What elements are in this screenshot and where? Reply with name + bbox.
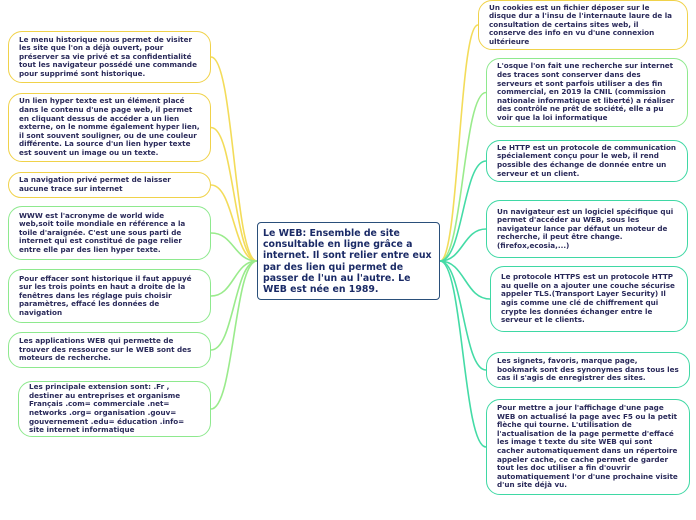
right-node-text: Un navigateur est un logiciel spécifique…: [497, 206, 674, 250]
left-node-text: Les applications WEB qui permette de tro…: [19, 336, 192, 363]
central-topic[interactable]: Le WEB: Ensemble de site consultable en …: [257, 222, 440, 300]
left-node-7[interactable]: Les principale extension sont: .Fr , des…: [18, 381, 211, 437]
right-connector-1: [439, 24, 479, 262]
left-node-text: La navigation privé permet de laisser au…: [19, 175, 171, 193]
right-connector-3: [439, 160, 487, 262]
right-node-1[interactable]: Un cookies est un fichier déposer sur le…: [478, 0, 688, 50]
left-connector-7: [210, 260, 258, 410]
left-connector-3: [210, 184, 258, 262]
right-node-6[interactable]: Les signets, favoris, marque page, bookm…: [486, 352, 690, 388]
left-node-text: Le menu historique nous permet de visite…: [19, 34, 197, 78]
left-node-3[interactable]: La navigation privé permet de laisser au…: [8, 172, 211, 198]
left-node-text: Les principale extension sont: .Fr , des…: [29, 382, 185, 435]
right-node-2[interactable]: L'osque l'on fait une recherche sur inte…: [486, 58, 688, 127]
right-node-5[interactable]: Le protocole HTTPS est un protocole HTTP…: [490, 266, 688, 332]
right-connector-7: [439, 260, 487, 448]
right-connector-4: [439, 228, 487, 262]
left-connector-2: [210, 126, 258, 262]
left-node-text: Un lien hyper texte est un élément placé…: [19, 96, 200, 157]
right-node-text: Les signets, favoris, marque page, bookm…: [497, 356, 679, 383]
left-node-4[interactable]: WWW est l'acronyme de world wide web,soi…: [8, 206, 211, 260]
left-connector-6: [210, 260, 258, 351]
left-node-5[interactable]: Pour effacer sont historique il faut app…: [8, 269, 211, 323]
right-node-text: Le HTTP est un protocole de communicatio…: [497, 142, 677, 178]
left-node-1[interactable]: Le menu historique nous permet de visite…: [8, 31, 211, 83]
left-node-6[interactable]: Les applications WEB qui permette de tro…: [8, 332, 211, 368]
right-node-4[interactable]: Un navigateur est un logiciel spécifique…: [486, 200, 688, 258]
left-connector-1: [210, 56, 258, 262]
left-node-text: Pour effacer sont historique il faut app…: [19, 273, 192, 317]
right-node-text: Le protocole HTTPS est un protocole HTTP…: [501, 272, 675, 325]
left-node-text: WWW est l'acronyme de world wide web,soi…: [19, 210, 186, 254]
right-connector-5: [439, 260, 491, 300]
left-connector-4: [210, 232, 258, 262]
right-node-3[interactable]: Le HTTP est un protocole de communicatio…: [486, 140, 688, 182]
right-connector-2: [439, 91, 487, 262]
right-node-text: L'osque l'on fait une recherche sur inte…: [497, 61, 675, 122]
right-connector-6: [439, 260, 487, 371]
left-connector-5: [210, 260, 258, 297]
left-node-2[interactable]: Un lien hyper texte est un élément placé…: [8, 93, 211, 162]
right-node-7[interactable]: Pour mettre a jour l'affichage d'une pag…: [486, 399, 690, 495]
right-node-text: Pour mettre a jour l'affichage d'une pag…: [497, 403, 678, 490]
right-node-text: Un cookies est un fichier déposer sur le…: [489, 2, 673, 46]
central-topic-text: Le WEB: Ensemble de site consultable en …: [263, 228, 432, 296]
